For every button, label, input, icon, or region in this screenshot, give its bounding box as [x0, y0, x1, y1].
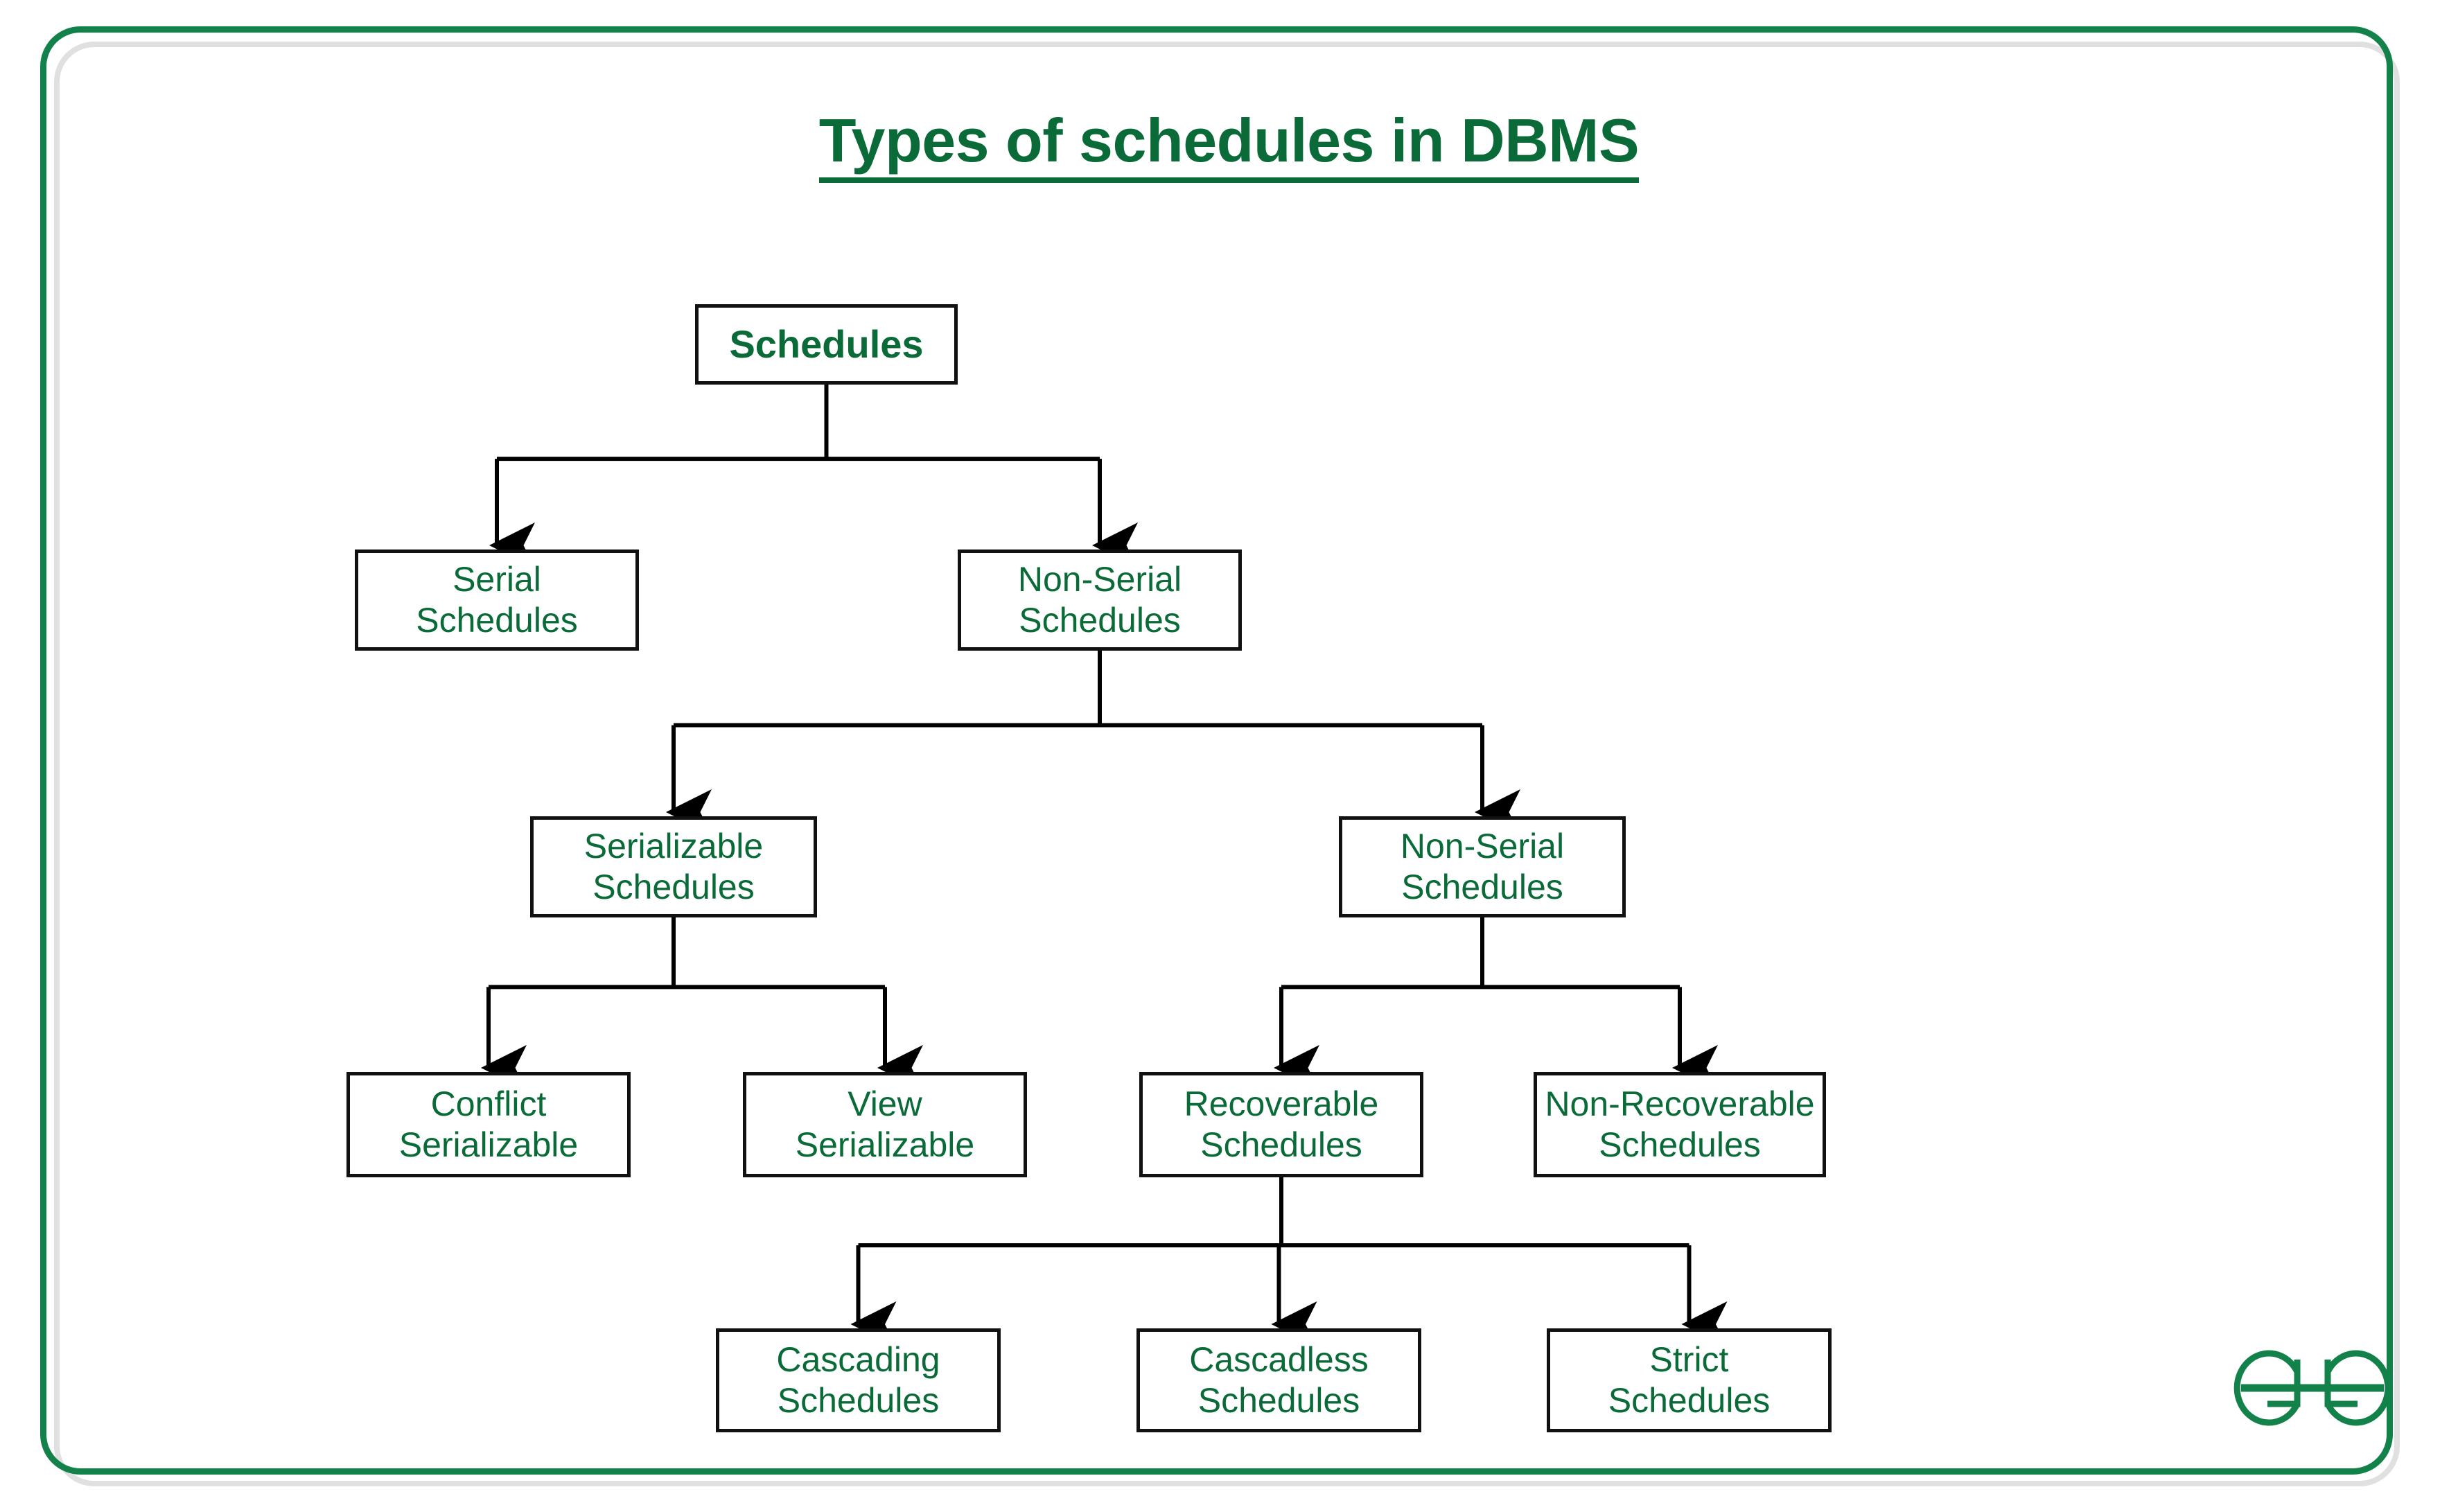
node-serial[interactable]: Serial Schedules — [355, 550, 639, 651]
page-title: Types of schedules in DBMS — [0, 105, 2458, 183]
frame-green-border — [40, 26, 2393, 1475]
node-serializable[interactable]: Serializable Schedules — [530, 816, 817, 917]
node-non-serial-2[interactable]: Non-Serial Schedules — [1339, 816, 1626, 917]
node-view-serializable[interactable]: View Serializable — [743, 1072, 1027, 1177]
node-cascading[interactable]: Cascading Schedules — [716, 1328, 1001, 1432]
node-cascadless[interactable]: Cascadless Schedules — [1136, 1328, 1421, 1432]
node-strict[interactable]: Strict Schedules — [1547, 1328, 1832, 1432]
node-schedules[interactable]: Schedules — [695, 304, 958, 385]
frame-shadow-ring — [54, 42, 2400, 1486]
node-non-recoverable[interactable]: Non-Recoverable Schedules — [1534, 1072, 1826, 1177]
geeksforgeeks-logo — [2233, 1350, 2391, 1426]
node-conflict-serializable[interactable]: Conflict Serializable — [346, 1072, 631, 1177]
page-title-text: Types of schedules in DBMS — [818, 106, 1640, 183]
node-non-serial[interactable]: Non-Serial Schedules — [958, 550, 1242, 651]
node-recoverable[interactable]: Recoverable Schedules — [1139, 1072, 1423, 1177]
